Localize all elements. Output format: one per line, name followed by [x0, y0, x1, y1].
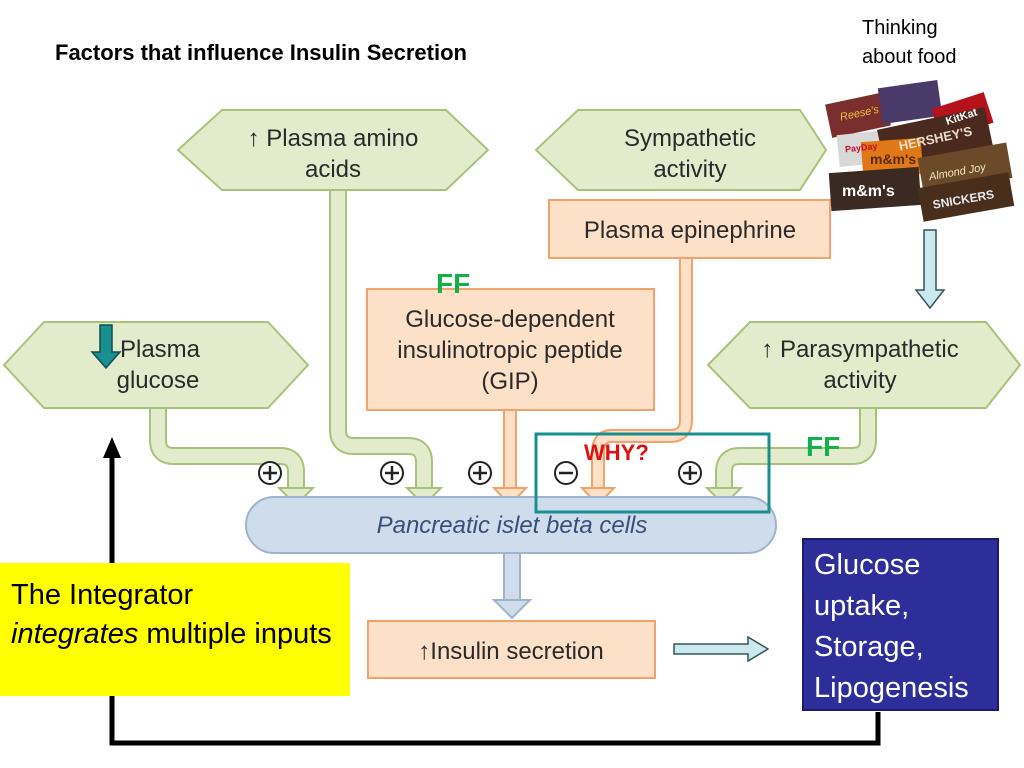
- amino-acids-label-line1: ↑ Plasma amino: [248, 125, 419, 152]
- sign-plus-amino-acids: [380, 461, 404, 485]
- why-label: WHY?: [584, 440, 649, 465]
- glucose-uptake-callout: Glucose uptake, Storage, Lipogenesis: [802, 538, 999, 711]
- epinephrine-label: Plasma epinephrine: [584, 217, 796, 244]
- parasympathetic-label-line1: ↑ Parasympathetic: [761, 336, 958, 363]
- feedback-loop-arrowhead: [103, 437, 121, 458]
- why-highlight-box: [534, 432, 771, 514]
- sympathetic-label-line1: Sympathetic: [624, 125, 756, 152]
- sympathetic-hexagon: [534, 109, 828, 191]
- glucose-uptake-line3: Storage,: [814, 631, 924, 663]
- parasympathetic-label-line2: activity: [823, 367, 896, 394]
- candy-label-payday: PayDay: [844, 141, 877, 154]
- sympathetic-label-line2: activity: [653, 156, 726, 183]
- food-to-parasympathetic-arrow: [914, 229, 946, 310]
- thinking-line1: Thinking: [862, 17, 938, 39]
- sign-plus-glucose: [258, 461, 282, 485]
- integrator-italic-word: integrates: [11, 618, 139, 650]
- integrator-line1: The Integrator: [11, 579, 194, 611]
- gip-label-line1: Glucose-dependent: [405, 306, 615, 333]
- insulin-secretion-box: [367, 620, 656, 679]
- glucose-uptake-line1: Glucose: [814, 549, 921, 581]
- thinking-about-food-label: Thinking about food: [862, 14, 957, 72]
- glucose-uptake-line4: Lipogenesis: [814, 672, 969, 704]
- gip-box: [366, 288, 655, 411]
- beta-cells-label: Pancreatic islet beta cells: [377, 512, 648, 539]
- insulin-secretion-label: ↑Insulin secretion: [418, 638, 603, 665]
- integrator-rest: multiple inputs: [138, 618, 332, 650]
- candy-label-mms-brown: m&m's: [842, 183, 895, 200]
- sign-plus-parasympathetic: [678, 461, 702, 485]
- amino-acids-label-line2: acids: [305, 156, 361, 183]
- glucose-uptake-line2: uptake,: [814, 590, 910, 622]
- candy-bars-image: Reese's KitKat m&m's HERSHEY'S Almond Jo…: [825, 79, 1015, 222]
- thinking-line2: about food: [862, 46, 957, 68]
- glucose-decrease-arrow-icon: [90, 324, 122, 370]
- plasma-glucose-label-line1: Plasma: [120, 336, 201, 363]
- amino-acids-hexagon: [176, 109, 490, 191]
- sign-plus-gip: [468, 461, 492, 485]
- integrator-callout: The Integrator integrates multiple input…: [0, 563, 350, 696]
- parasympathetic-hexagon: [706, 321, 1022, 409]
- beta-to-insulin-arrowhead: [491, 599, 533, 620]
- gip-label-line3: (GIP): [481, 368, 538, 395]
- parasympathetic-connector: [715, 405, 877, 492]
- gip-label-line2: insulinotropic peptide: [397, 337, 622, 364]
- plasma-glucose-label-line2: glucose: [117, 367, 200, 394]
- insulin-to-uptake-arrow: [673, 635, 770, 663]
- candy-label-mms-orange: m&m's: [870, 151, 916, 167]
- plasma-glucose-hexagon: [2, 321, 310, 409]
- sign-minus-epinephrine: [554, 461, 578, 485]
- epinephrine-box: [548, 199, 831, 259]
- page-title: Factors that influence Insulin Secretion: [55, 40, 467, 65]
- ff-label-parasympathetic: FF: [806, 431, 840, 462]
- ff-label-gip: FF: [436, 268, 470, 299]
